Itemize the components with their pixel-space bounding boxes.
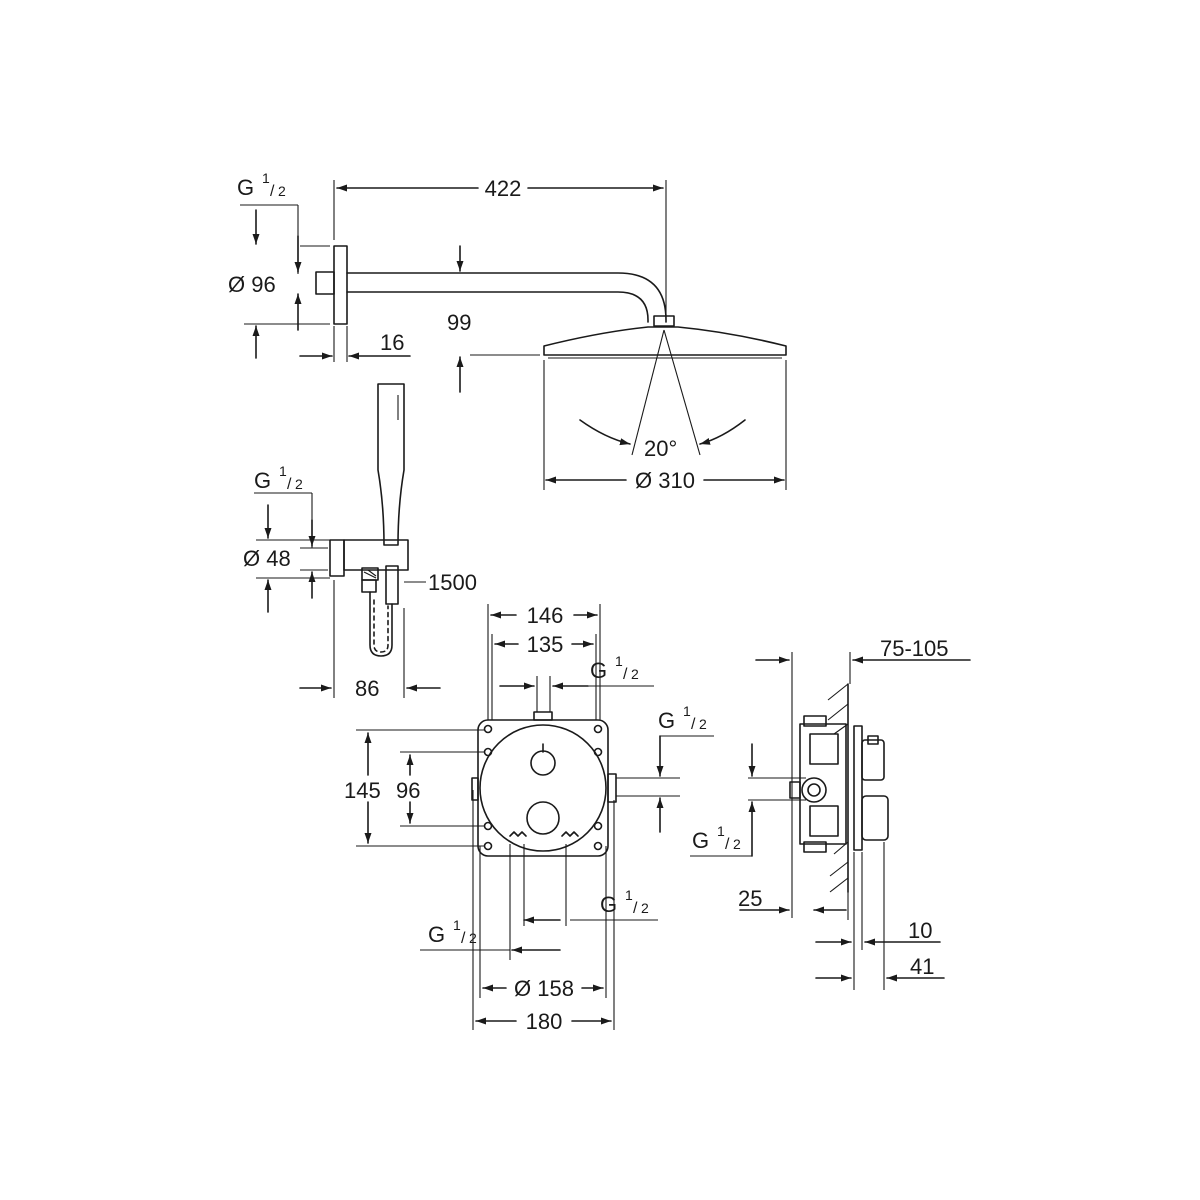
dim-arm-drop: 99 <box>447 310 471 335</box>
svg-text:G: G <box>658 708 675 733</box>
svg-text:1: 1 <box>453 917 461 933</box>
svg-text:1: 1 <box>683 703 691 719</box>
thread-label-hand: G 1 / 2 <box>254 463 303 493</box>
thread-label-head: G 1 / 2 <box>237 170 286 200</box>
svg-text:1: 1 <box>279 463 287 479</box>
thermostat-side-view: 75-105 G 1 / 2 25 10 41 <box>690 636 971 990</box>
svg-text:/: / <box>287 476 292 493</box>
svg-text:G: G <box>237 175 254 200</box>
svg-text:/: / <box>725 836 730 853</box>
svg-text:/: / <box>691 716 696 733</box>
dim-box-height: 145 <box>344 778 381 803</box>
thermostat-front-view: 146 135 G 1 / 2 G 1 / 2 <box>344 603 714 1034</box>
dim-arm-length: 422 <box>485 176 522 201</box>
svg-text:G: G <box>590 658 607 683</box>
shower-arm <box>346 272 667 323</box>
head-shower-view: 422 Ø 96 G 1 / 2 16 99 20° Ø 310 <box>228 170 787 493</box>
dim-side-depth-2: 41 <box>910 954 934 979</box>
holder-arm <box>343 539 409 571</box>
svg-text:1: 1 <box>615 653 623 669</box>
dim-flange-depth: 16 <box>380 330 404 355</box>
svg-text:2: 2 <box>295 476 303 492</box>
svg-text:/: / <box>461 930 466 947</box>
hand-shower-view: Ø 48 G 1 / 2 1500 86 <box>243 383 477 701</box>
svg-text:2: 2 <box>733 836 741 852</box>
svg-text:/: / <box>633 900 638 917</box>
svg-text:2: 2 <box>278 183 286 199</box>
upper-knob-side <box>861 739 885 781</box>
mounting-plate <box>477 719 609 857</box>
thread-label-bottom-right: G 1 / 2 <box>600 887 649 917</box>
dim-box-inner-width: 135 <box>527 632 564 657</box>
lower-knob <box>526 801 560 835</box>
dim-trim-diameter: Ø 158 <box>514 976 574 1001</box>
thread-label-side: G 1 / 2 <box>692 823 741 853</box>
thread-label-top-outlet: G 1 / 2 <box>590 653 639 683</box>
svg-text:1: 1 <box>262 170 270 186</box>
dim-hose-length: 1500 <box>428 570 477 595</box>
svg-text:1: 1 <box>717 823 725 839</box>
dim-side-depth-1: 10 <box>908 918 932 943</box>
shower-holder <box>329 539 345 577</box>
svg-text:/: / <box>623 666 628 683</box>
dim-flange-diameter: Ø 96 <box>228 272 276 297</box>
svg-text:G: G <box>254 468 271 493</box>
dim-head-diameter: Ø 310 <box>635 468 695 493</box>
head-connector <box>653 315 675 327</box>
svg-text:/: / <box>270 183 275 200</box>
dim-holder-offset: 86 <box>355 676 379 701</box>
shower-hose <box>369 591 393 657</box>
thread-label-right-port: G 1 / 2 <box>658 703 707 733</box>
svg-text:2: 2 <box>641 900 649 916</box>
dim-spray-angle: 20° <box>644 436 677 461</box>
dim-trim-width: 180 <box>526 1009 563 1034</box>
dim-depth-range: 75-105 <box>880 636 949 661</box>
valve-body-side <box>799 723 847 845</box>
trim-plate <box>479 724 607 852</box>
head-shower-plate <box>543 326 787 356</box>
svg-text:G: G <box>600 892 617 917</box>
hand-shower <box>377 383 405 546</box>
svg-text:2: 2 <box>699 716 707 732</box>
dim-hole-spacing: 96 <box>396 778 420 803</box>
wall-flange <box>333 245 348 325</box>
thread-label-bottom-left: G 1 / 2 <box>428 917 477 947</box>
dim-box-outer-width: 146 <box>527 603 564 628</box>
dim-holder-diameter: Ø 48 <box>243 546 291 571</box>
lower-knob-side <box>861 795 889 841</box>
svg-text:1: 1 <box>625 887 633 903</box>
svg-text:G: G <box>692 828 709 853</box>
upper-knob <box>530 750 556 776</box>
svg-text:G: G <box>428 922 445 947</box>
dim-side-offset: 25 <box>738 886 762 911</box>
flange-connector <box>315 271 335 295</box>
side-connector <box>801 777 827 803</box>
svg-text:2: 2 <box>631 666 639 682</box>
